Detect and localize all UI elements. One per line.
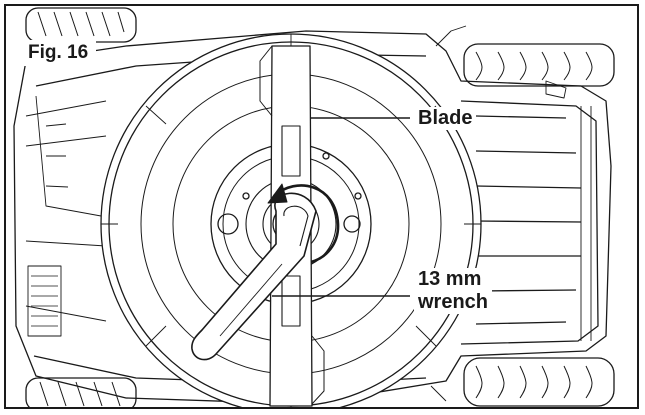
wrench-callout: 13 mm wrench <box>414 268 493 314</box>
wrench-callout-line1: 13 mm <box>418 268 482 290</box>
wrench <box>191 192 317 361</box>
wheel-bottom-left <box>25 377 137 407</box>
wheel-top-left <box>25 7 137 43</box>
wheel-bottom-right <box>463 357 615 407</box>
mower-deck <box>13 25 612 405</box>
figure-frame: Fig. 16 Blade 13 mm wrench <box>4 4 639 409</box>
mower-underside-illustration <box>13 7 615 407</box>
rotation-arrow <box>267 183 340 264</box>
wrench-callout-line2: wrench <box>418 291 489 313</box>
wheel-top-right <box>463 43 615 87</box>
figure-label: Fig. 16 <box>20 40 97 66</box>
blade-callout: Blade <box>414 107 477 130</box>
